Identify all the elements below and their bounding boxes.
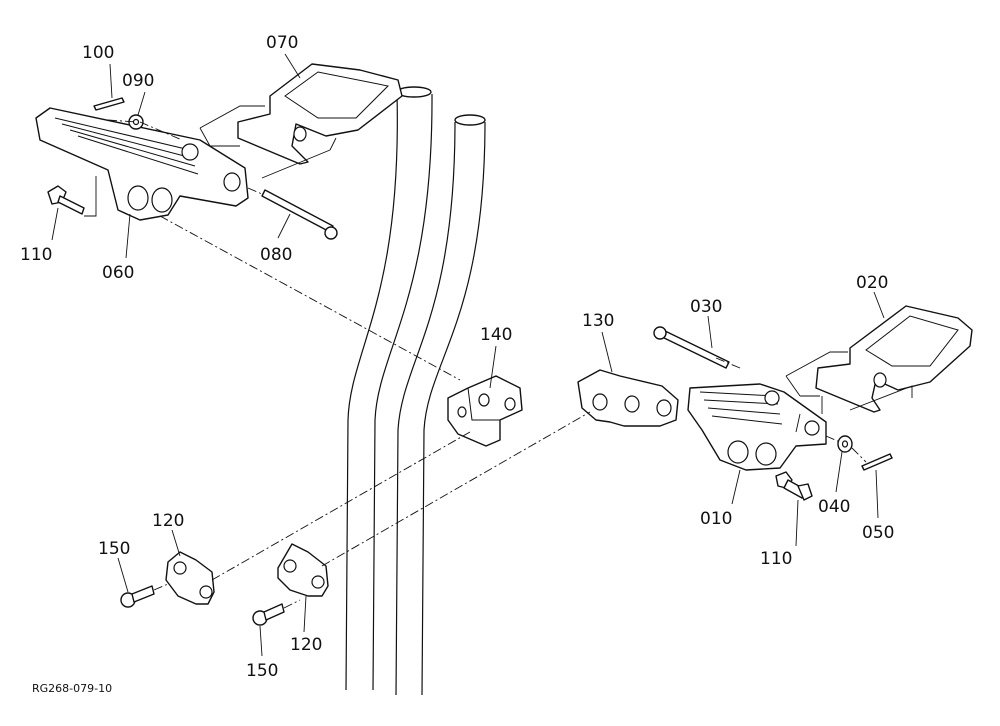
- bolt-110-upper: [47, 185, 85, 215]
- label-030: 030: [690, 297, 722, 317]
- screw-150-left: [120, 585, 155, 608]
- box-070-assembly: [199, 105, 337, 179]
- label-100: 100: [82, 43, 114, 63]
- label-010: 010: [700, 509, 732, 529]
- part-labels: 100 090 070 110 060 080 140 130 030 020 …: [20, 33, 894, 695]
- handrail-frame: [345, 86, 486, 696]
- label-110-lower: 110: [760, 549, 792, 569]
- pin-080: [261, 189, 338, 240]
- clamp-120-left: [165, 551, 215, 605]
- step-010: [687, 383, 827, 471]
- bracket-130: [577, 369, 679, 427]
- label-120-right: 120: [290, 635, 322, 655]
- drawing-reference: RG268-079-10: [32, 682, 112, 695]
- screw-150-right: [252, 603, 285, 626]
- label-120-left: 120: [152, 511, 184, 531]
- label-050: 050: [862, 523, 894, 543]
- label-040: 040: [818, 497, 850, 517]
- label-110-upper: 110: [20, 245, 52, 265]
- label-020: 020: [856, 273, 888, 293]
- label-150-right: 150: [246, 661, 278, 681]
- step-060: [35, 107, 249, 221]
- label-140: 140: [480, 325, 512, 345]
- step-pad-020: [815, 305, 973, 413]
- step-pad-070: [237, 63, 403, 165]
- clamp-120-right: [277, 543, 329, 597]
- label-150-left: 150: [98, 539, 130, 559]
- label-130: 130: [582, 311, 614, 331]
- label-070: 070: [266, 33, 298, 53]
- bracket-140: [447, 375, 523, 447]
- label-080: 080: [260, 245, 292, 265]
- washer-090: [128, 114, 144, 130]
- bolt-110-lower: [775, 471, 813, 501]
- pin-030: [653, 326, 730, 369]
- cotter-pin-050: [861, 453, 893, 471]
- label-090: 090: [122, 71, 154, 91]
- leader-lines: [51, 53, 885, 657]
- box-020-assembly: [785, 351, 913, 411]
- label-060: 060: [102, 263, 134, 283]
- cotter-pin-100: [93, 97, 125, 111]
- washer-040: [837, 435, 853, 453]
